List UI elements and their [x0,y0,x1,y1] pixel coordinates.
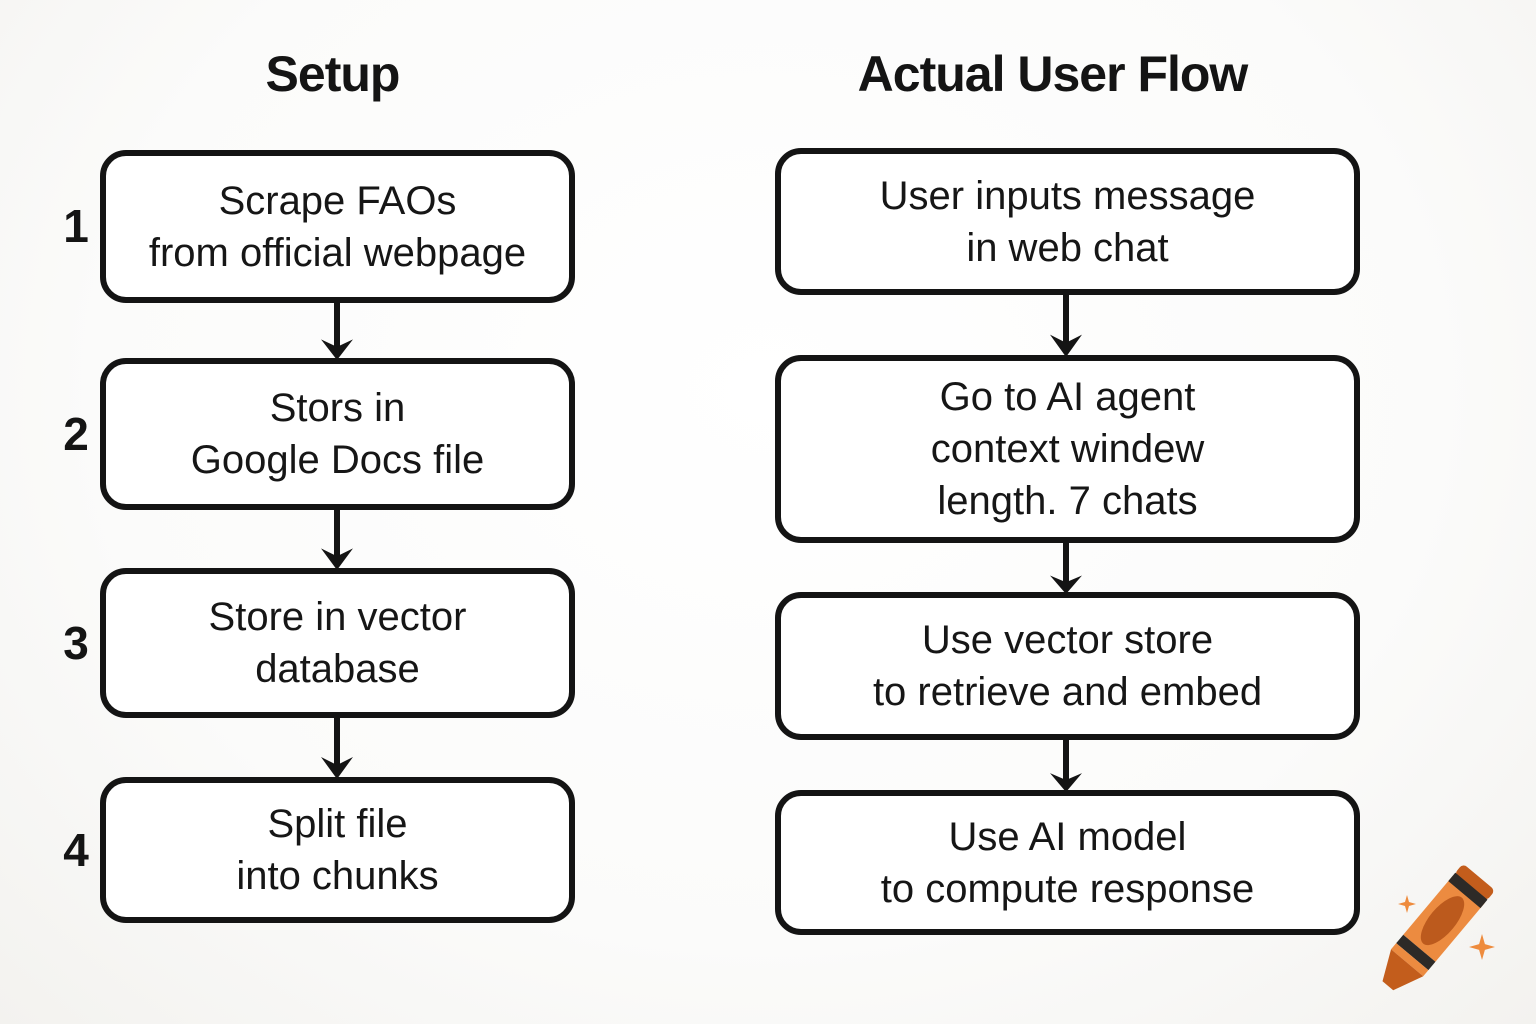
userflow-step-2-box: Go to AI agent context windew length. 7 … [775,355,1360,543]
setup-step-3-number: 3 [63,617,89,669]
step-text-line: Go to AI agent [939,375,1196,419]
crayon-end-cap [1456,865,1494,900]
crayon [1382,865,1494,991]
flow-arrow [321,715,353,779]
sparkle-large [1469,934,1495,960]
step-text-line: database [255,647,420,691]
setup-step-4-text: Split file into chunks [236,798,438,902]
setup-step-4-number: 4 [63,824,89,876]
setup-step-4-box: Split file into chunks [100,777,575,923]
setup-step-1-box: Scrape FAOs from official webpage [100,150,575,303]
flow-arrow [1050,540,1082,594]
step-text-line: from official webpage [148,230,527,275]
step-text-line: Store in vector [208,595,467,639]
userflow-step-3-box: Use vector store to retrieve and embed [775,592,1360,740]
step-text-line: in web chat [966,225,1169,270]
setup-step-3-text: Store in vector database [209,591,467,695]
step-text-line: Scrape FAOs [218,178,457,223]
setup-step-1-text: Scrape FAOs from official webpage [149,175,526,279]
setup-step-2-box: Stors in Google Docs file [100,358,575,510]
arrow-head [1050,773,1082,792]
setup-step-2-text: Stors in Google Docs file [191,382,484,486]
crayon-label-ellipse [1420,896,1465,946]
column-title-actual-user-flow: Actual User Flow [857,46,1249,102]
crayon-band [1391,943,1429,977]
arrow-head [321,757,353,779]
step-text-line: Use AI model [948,814,1187,859]
userflow-step-3-text: Use vector store to retrieve and embed [873,614,1262,718]
arrow-head [1050,334,1082,357]
arrow-head [321,339,353,360]
userflow-step-4-text: Use AI model to compute response [881,811,1255,915]
step-text-line: into chunks [236,854,439,898]
step-text-line: to compute response [880,866,1255,911]
userflow-step-1-box: User inputs message in web chat [775,148,1360,295]
userflow-step-1-text: User inputs message in web chat [880,170,1256,274]
crayon-sparkles-icon [1382,865,1495,991]
step-text-line: Stors in [269,386,406,430]
userflow-step-2-text: Go to AI agent context windew length. 7 … [931,371,1204,527]
crayon-tip [1382,949,1424,991]
flow-arrow [1050,737,1082,792]
column-title-setup: Setup [265,46,401,102]
step-text-line: context windew [930,427,1205,471]
arrow-head [1050,575,1082,594]
setup-step-2-number: 2 [63,408,89,460]
step-text-line: Google Docs file [190,438,485,482]
crayon-stripe-bottom [1396,934,1436,971]
step-text-line: Use vector store [921,618,1214,662]
crayon-stripe-top [1448,872,1488,909]
setup-step-1-number: 1 [63,200,89,252]
step-text-line: User inputs message [879,173,1256,218]
setup-step-3-box: Store in vector database [100,568,575,718]
flow-arrow [1050,292,1082,357]
arrow-head [321,548,353,570]
step-text-line: length. 7 chats [937,479,1198,523]
step-text-line: to retrieve and embed [872,670,1263,714]
flow-arrow [321,300,353,360]
flow-arrow [321,507,353,570]
sparkle-small [1398,895,1416,913]
userflow-step-4-box: Use AI model to compute response [775,790,1360,935]
step-text-line: Split file [267,802,408,846]
